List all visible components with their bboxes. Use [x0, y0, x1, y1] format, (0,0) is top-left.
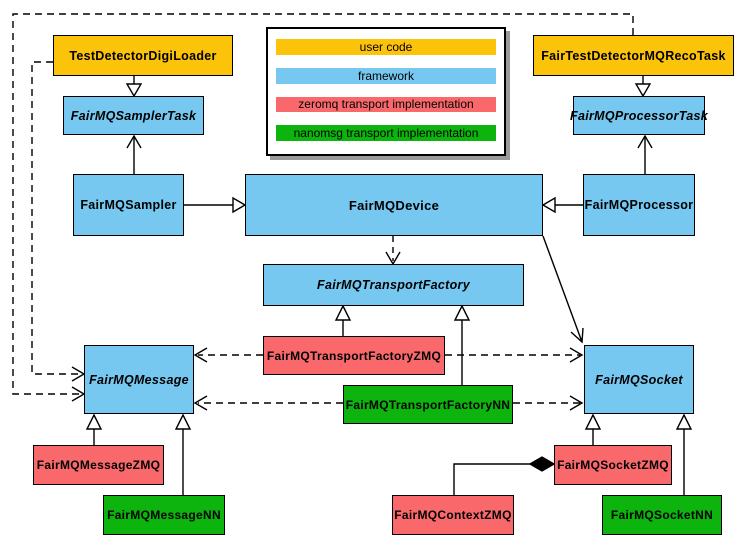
edge-dependency-fairmqtransportfactoryzmq-fairmqmessage	[193, 347, 263, 363]
legend-item-framework: framework	[276, 67, 496, 84]
node-label: FairMQDevice	[348, 197, 440, 213]
node-label: FairMQMessageNN	[107, 508, 221, 522]
legend-item-user-code: user code	[276, 39, 496, 55]
edge-inheritance-fairmqtransportfactoryzmq-fairmqtransportfactory	[334, 304, 352, 336]
edge-inheritance-fairmqmessagezmq-fairmqmessage	[85, 413, 103, 445]
node-fairmqsocketzmq: FairMQSocketZMQ	[554, 445, 672, 485]
node-label: FairTestDetectorMQRecoTask	[541, 48, 726, 63]
edge-inheritance-fairtestdetectormqrecotask-fairmqprocessortask	[634, 76, 652, 98]
node-label: FairMQSocket	[595, 372, 683, 387]
node-fairtestdetectormqrecotask: FairTestDetectorMQRecoTask	[533, 35, 734, 76]
legend-label: user code	[359, 39, 413, 54]
node-label: TestDetectorDigiLoader	[69, 48, 217, 63]
node-label: FairMQSocketZMQ	[557, 458, 669, 472]
node-fairmqmessagezmq: FairMQMessageZMQ	[33, 445, 164, 485]
edge-association-fairmqdevice-fairmqsocket	[542, 235, 584, 344]
edge-dependency-fairmqtransportfactorynn-fairmqsocket	[513, 395, 584, 411]
node-label: FairMQMessageZMQ	[36, 458, 161, 472]
edge-inheritance-fairmqsampler-fairmqdevice	[184, 196, 247, 214]
node-fairmqsocketnn: FairMQSocketNN	[602, 495, 722, 535]
node-label: FairMQTransportFactoryZMQ	[266, 348, 442, 363]
edge-association-fairmqsampler-fairmqsamplertask	[126, 134, 142, 174]
edge-inheritance-fairmqtransportfactorynn-fairmqtransportfactory	[453, 304, 471, 385]
node-fairmqsamplertask: FairMQSamplerTask	[63, 96, 204, 135]
edge-inheritance-fairmqsocketnn-fairmqsocket	[675, 413, 693, 495]
node-fairmqtransportfactoryzmq: FairMQTransportFactoryZMQ	[263, 336, 445, 375]
node-fairmqsampler: FairMQSampler	[73, 174, 184, 236]
legend-label: zeromq transport implementation	[298, 97, 474, 112]
edge-inheritance-fairmqsocketzmq-fairmqsocket	[584, 413, 602, 445]
node-label: FairMQSocketNN	[610, 508, 714, 522]
node-label: FairMQProcessorTask	[570, 108, 708, 123]
legend-label: nanomsg transport implementation	[293, 126, 479, 141]
edge-association-fairmqprocessor-fairmqprocessortask	[637, 134, 653, 174]
edge-dependency-fairmqtransportfactoryzmq-fairmqsocket	[445, 347, 584, 363]
edge-dependency-fairmqdevice-fairmqtransportfactory	[385, 236, 401, 266]
legend-label: framework	[357, 68, 414, 83]
node-label: FairMQContextZMQ	[394, 508, 512, 522]
node-testdetectordigiloader: TestDetectorDigiLoader	[53, 35, 233, 76]
node-label: FairMQSamplerTask	[70, 108, 197, 123]
node-label: FairMQProcessor	[584, 198, 694, 212]
node-label: FairMQTransportFactory	[317, 278, 470, 292]
node-label: FairMQTransportFactoryNN	[345, 397, 511, 412]
node-fairmqsocket: FairMQSocket	[584, 345, 694, 414]
edge-composition-fairmqsocketzmq-fairmqcontextzmq	[453, 456, 556, 495]
node-fairmqmessagenn: FairMQMessageNN	[103, 495, 225, 535]
node-fairmqtransportfactorynn: FairMQTransportFactoryNN	[343, 385, 513, 424]
edge-inheritance-fairmqmessagenn-fairmqmessage	[174, 413, 192, 495]
edge-inheritance-fairmqprocessor-fairmqdevice	[541, 196, 583, 214]
node-label: FairMQSampler	[80, 198, 177, 212]
legend: user code framework zeromq transport imp…	[266, 27, 506, 156]
node-fairmqprocessor: FairMQProcessor	[583, 174, 695, 236]
edge-inheritance-testdetectordigiloader-fairmqsamplertask	[125, 76, 143, 98]
node-fairmqdevice: FairMQDevice	[245, 174, 543, 236]
legend-item-zeromq: zeromq transport implementation	[276, 96, 496, 113]
node-fairmqprocessortask: FairMQProcessorTask	[570, 96, 708, 135]
legend-item-nanomsg: nanomsg transport implementation	[276, 125, 496, 141]
node-fairmqtransportfactory: FairMQTransportFactory	[263, 264, 524, 306]
edge-dependency-fairmqtransportfactorynn-fairmqmessage	[193, 395, 343, 411]
node-fairmqcontextzmq: FairMQContextZMQ	[392, 495, 514, 535]
node-label: FairMQMessage	[89, 372, 189, 387]
node-fairmqmessage: FairMQMessage	[84, 345, 194, 414]
